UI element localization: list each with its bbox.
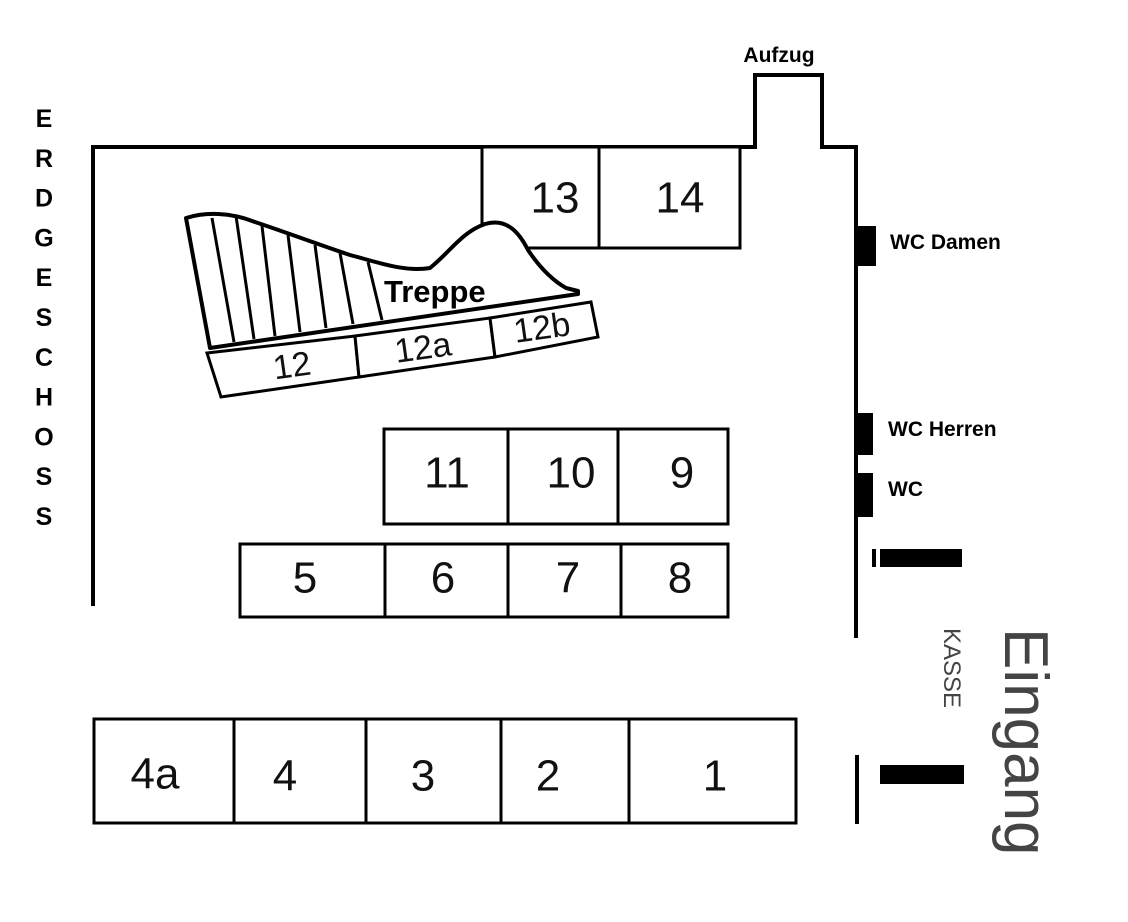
stair-step	[260, 225, 277, 337]
booth-6-number: 6	[431, 554, 455, 603]
stair-step	[210, 217, 236, 343]
booth-3-number: 3	[411, 752, 435, 801]
elevator-label: Aufzug	[743, 44, 814, 67]
booth-14[interactable]	[597, 145, 742, 250]
barrier-top	[880, 549, 962, 567]
wc-damen-door[interactable]	[856, 226, 876, 266]
barrier-bottom	[880, 765, 964, 784]
booth-14-number: 14	[656, 174, 705, 223]
wc-herren-label: WC Herren	[888, 418, 997, 441]
booth-10-number: 10	[547, 449, 596, 498]
stair-step	[338, 252, 355, 325]
booth-group-12: 12 12a 12b	[205, 300, 600, 399]
stair-step	[286, 234, 302, 333]
booth-10[interactable]	[506, 427, 620, 526]
booth-11-number: 11	[424, 449, 470, 498]
booth-group-9-11: 11 10 9	[382, 427, 730, 526]
entrance-barriers	[872, 549, 964, 784]
booth-12b[interactable]	[488, 300, 600, 359]
stairs: Treppe	[184, 211, 580, 350]
booth-13-number: 13	[531, 174, 580, 223]
stair-step	[234, 215, 256, 340]
booth-7[interactable]	[506, 542, 623, 619]
booth-4a[interactable]	[92, 717, 236, 825]
outer-walls	[91, 73, 859, 824]
booth-group-13-14: 13 14	[480, 145, 742, 250]
booth-3[interactable]	[364, 717, 503, 825]
stair-step	[313, 244, 328, 329]
wc-damen-label: WC Damen	[890, 231, 1001, 254]
booth-5-number: 5	[293, 554, 317, 603]
booth-12a-number: 12a	[392, 325, 454, 371]
booth-8-number: 8	[668, 554, 692, 603]
booth-9[interactable]	[616, 427, 730, 526]
booth-group-1-4a: 4a 4 3 2 1	[92, 717, 798, 825]
stair-step	[366, 261, 384, 321]
booth-5[interactable]	[238, 542, 387, 619]
entrance-label: Eingang	[991, 628, 1060, 856]
wc-door[interactable]	[856, 473, 873, 517]
booth-4a-number: 4a	[131, 750, 180, 799]
booth-2-number: 2	[536, 752, 560, 801]
booth-4-number: 4	[273, 752, 297, 801]
booth-7-number: 7	[556, 554, 580, 603]
booth-12b-number: 12b	[511, 305, 572, 351]
wc-label: WC	[888, 478, 923, 501]
booth-group-5-8: 5 6 7 8	[238, 542, 730, 619]
booth-1-number: 1	[703, 752, 727, 801]
barrier-post	[872, 549, 876, 567]
booth-1[interactable]	[627, 717, 798, 825]
booth-2[interactable]	[499, 717, 631, 825]
cashier-label: KASSE	[938, 628, 965, 708]
booth-4[interactable]	[232, 717, 368, 825]
booth-12-number: 12	[271, 345, 314, 388]
wall-left-top	[91, 73, 858, 638]
wc-herren-door[interactable]	[856, 413, 873, 455]
stairs-label: Treppe	[384, 274, 486, 309]
booth-8[interactable]	[619, 542, 730, 619]
stairs-outline	[184, 211, 580, 350]
booth-9-number: 9	[670, 449, 694, 498]
restrooms: WC Damen WC Herren WC	[856, 226, 1001, 517]
